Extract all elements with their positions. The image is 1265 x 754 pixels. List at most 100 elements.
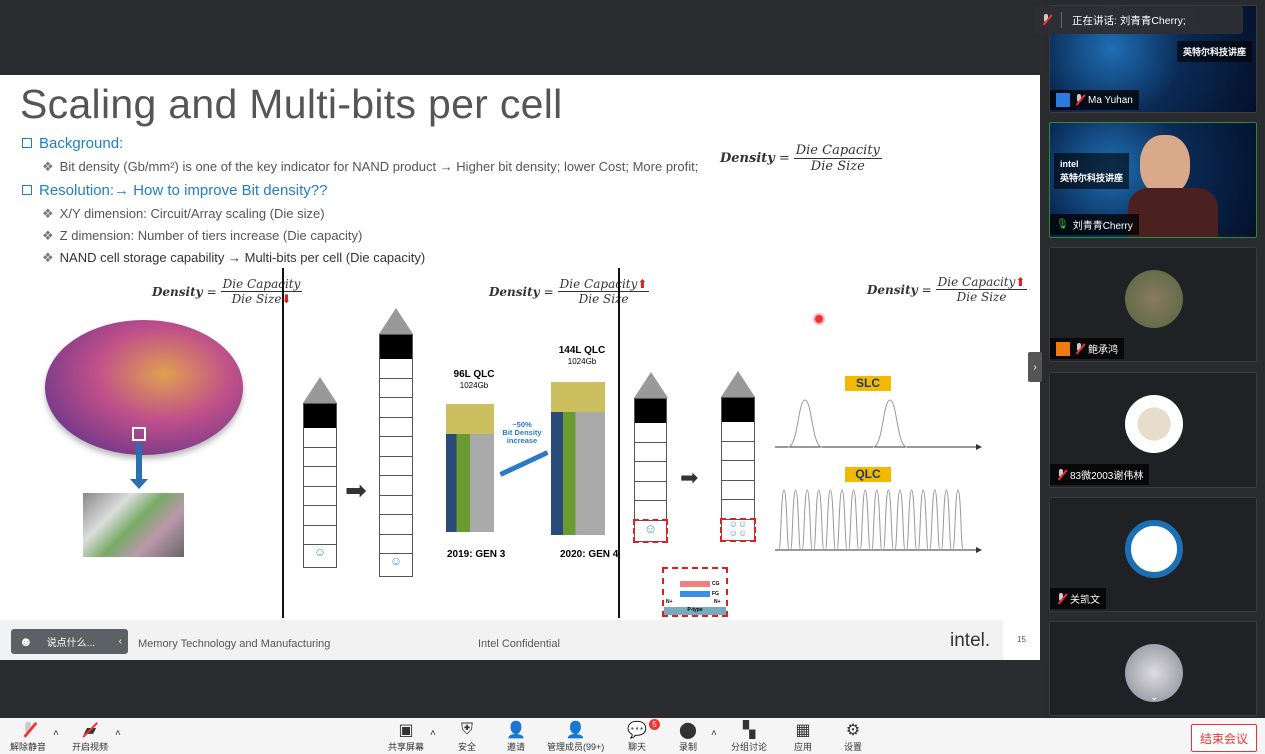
stack-top	[635, 399, 666, 423]
breakout-button[interactable]: ▚分组讨论	[731, 720, 767, 753]
qlc-stack: ☺☺☺☺	[720, 371, 756, 542]
chat-unread-badge: 5	[649, 719, 660, 730]
chevron-left-icon[interactable]: ‹	[118, 636, 122, 647]
emoji-icon[interactable]: ☻	[19, 634, 33, 649]
increase-l3: increase	[506, 436, 538, 445]
smiley-icon: ☺	[389, 554, 403, 568]
share-screen-button[interactable]: ▣共享屏幕	[388, 720, 424, 753]
sub-bullet: ❖Z dimension: Number of tiers increase (…	[42, 228, 363, 243]
qlc-peaks	[778, 489, 964, 551]
footer-left: Memory Technology and Manufacturing	[138, 638, 331, 650]
increase-arrow	[499, 450, 549, 477]
participant-name: 鲍承鸿	[1088, 345, 1118, 356]
user-avatar-icon	[1056, 93, 1070, 107]
slc-stack: ☺	[633, 372, 668, 543]
gen4-label: 2020: GEN 4	[560, 549, 619, 560]
video-off-icon: ▰	[80, 720, 100, 740]
banner-text: 英特尔科技讲座	[1060, 173, 1124, 183]
formula-num: Die Capacity	[559, 277, 638, 291]
chat-quick-input[interactable]: ☻ 说点什么... ‹	[11, 629, 128, 654]
page-number: 15	[1003, 620, 1040, 660]
unmute-button[interactable]: 解除静音	[10, 720, 46, 753]
qlc-peak	[906, 489, 918, 551]
avatar	[1125, 395, 1183, 453]
gen3-capacity: 1024Gb	[459, 381, 489, 390]
video-tile[interactable]: 83微2003谢伟林	[1049, 372, 1257, 488]
laser-pointer	[815, 315, 823, 323]
participant-name: Ma Yuhan	[1088, 94, 1133, 106]
chevron-up-icon[interactable]: ˄	[711, 728, 717, 739]
gen4-layers: 144L QLC	[558, 345, 606, 356]
qlc-peak	[871, 489, 883, 551]
mic-muted-icon	[1056, 468, 1066, 481]
add-user-icon: 👤	[506, 722, 526, 739]
stack-cap	[634, 372, 668, 398]
participant-name: 83微2003谢伟林	[1070, 471, 1144, 482]
speaker-video	[1140, 135, 1190, 195]
end-meeting-button[interactable]: 结束会议	[1191, 724, 1257, 752]
video-tile[interactable]: 鲍承鸿	[1049, 247, 1257, 362]
participant-nametag: 83微2003谢伟林	[1050, 464, 1150, 485]
chevron-up-icon[interactable]: ˄	[430, 728, 436, 739]
security-label: 安全	[457, 742, 476, 752]
start-video-button[interactable]: ▰开启视频	[72, 720, 108, 753]
qlc-peak	[952, 489, 964, 551]
gen3-layers: 96L QLC	[453, 369, 495, 380]
members-icon: 👤	[565, 722, 586, 739]
chevron-up-icon[interactable]: ˄	[115, 728, 121, 739]
sub-bullet: ❖NAND cell storage capability → Multi-bi…	[42, 250, 426, 265]
slide-footer: Memory Technology and Manufacturing Inte…	[0, 620, 1040, 660]
lecture-banner: 英特尔科技讲座	[1176, 41, 1252, 62]
manage-members-button[interactable]: 👤 管理成员(99+)	[547, 720, 604, 753]
invite-button[interactable]: 👤邀请	[506, 720, 526, 753]
shared-slide: Scaling and Multi-bits per cell Backgrou…	[0, 75, 1040, 660]
settings-button[interactable]: ⚙ 设置	[843, 720, 863, 753]
cg-label: CG	[712, 581, 720, 587]
settings-label: 设置	[843, 742, 862, 752]
single-bit-cell: ☺	[633, 518, 668, 543]
qlc-peak	[882, 489, 894, 551]
separator	[1061, 12, 1062, 28]
record-label: 录制	[678, 742, 697, 752]
record-button[interactable]: ⬤ 录制	[678, 720, 698, 753]
video-tile[interactable]: 关凯文	[1049, 497, 1257, 612]
n-plus-label: N+	[666, 599, 673, 605]
apps-button[interactable]: ▦应用	[793, 720, 813, 753]
collapse-panel-button[interactable]: ›	[1028, 352, 1042, 382]
chevron-down-icon[interactable]: ⌄	[1150, 692, 1159, 703]
multi-bit-cell: ☺☺☺☺	[720, 517, 756, 542]
gear-icon: ⚙	[845, 722, 861, 739]
qlc-peak	[836, 489, 848, 551]
avatar	[1125, 270, 1183, 328]
formula-den: Die Size	[956, 290, 1007, 304]
breakout-label: 分组讨论	[731, 742, 768, 752]
p-type-label: P-type	[664, 607, 726, 615]
qlc-peak	[813, 489, 825, 551]
security-button[interactable]: ⛨安全	[457, 720, 477, 753]
density-formula-up-2: Density=Die Capacity⬆Die Size	[867, 275, 1028, 304]
sub-bullet-text: X/Y dimension: Circuit/Array scaling (Di…	[59, 206, 325, 221]
record-icon: ⬤	[679, 722, 697, 739]
die-photo	[83, 493, 184, 557]
die-highlight	[132, 427, 146, 441]
floating-gate	[680, 591, 710, 597]
video-tile[interactable]: ⌄	[1049, 621, 1257, 716]
divider	[282, 268, 284, 618]
chat-button[interactable]: 💬聊天	[627, 720, 647, 753]
bullet-background: Background:	[22, 135, 123, 152]
avatar	[1125, 644, 1183, 702]
members-label: 管理成员(99+)	[547, 742, 605, 752]
sub-bullet-text: Z dimension: Number of tiers increase (D…	[59, 228, 363, 243]
chat-placeholder[interactable]: 说点什么...	[46, 638, 96, 649]
participant-name: 关凯文	[1070, 595, 1100, 606]
control-gate	[680, 581, 710, 587]
chevron-up-icon[interactable]: ˄	[53, 728, 59, 739]
sub-bullet: ❖Bit density (Gb/mm²) is one of the key …	[42, 159, 699, 174]
arrow-head	[130, 479, 148, 489]
formula-eq: =	[921, 282, 932, 297]
